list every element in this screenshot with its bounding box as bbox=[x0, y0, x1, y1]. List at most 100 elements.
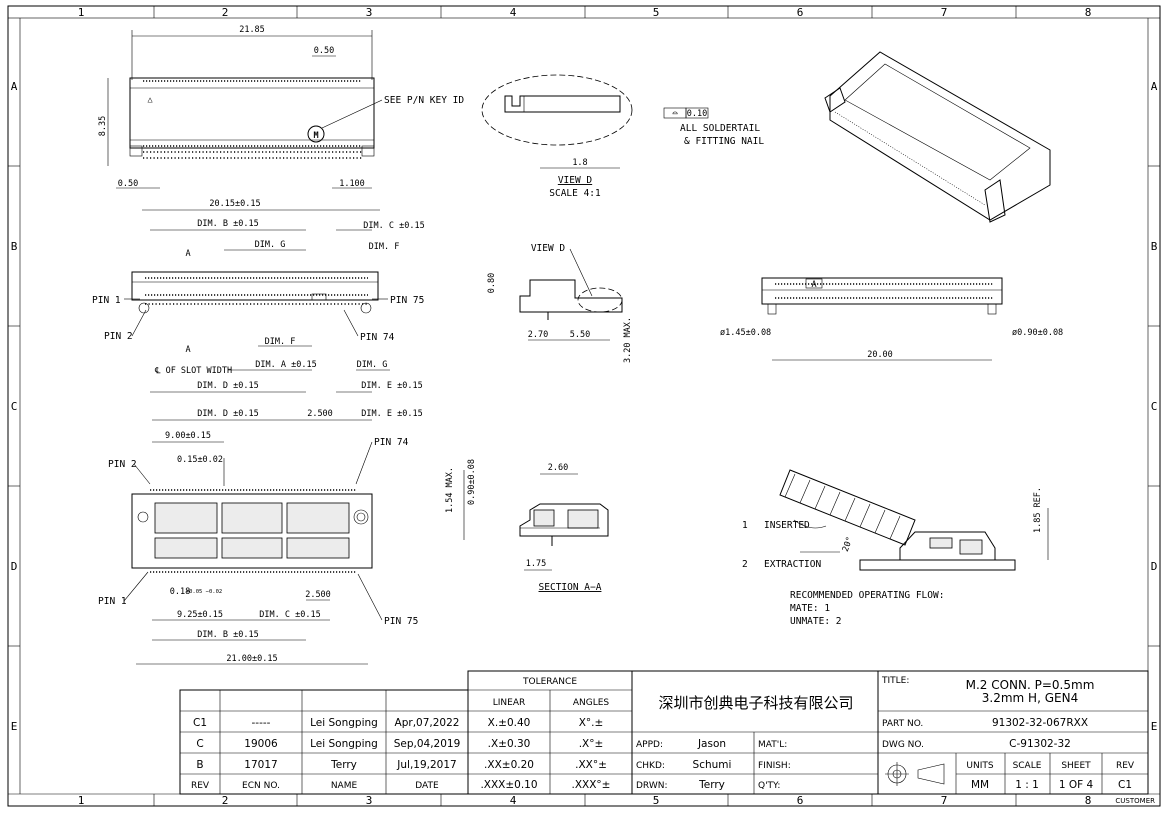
row-label-a-right: A bbox=[1151, 80, 1158, 93]
front-view: 20.15±0.15 DIM. B ±0.15 DIM. C ±0.15 DIM… bbox=[92, 199, 425, 393]
rev-header-rev: REV bbox=[191, 781, 210, 791]
drawing-border: 1 2 3 4 5 6 7 8 1 2 3 4 5 6 7 8 CUSTOMER… bbox=[7, 5, 1161, 807]
dim-1-54-max: 1.54 MAX. bbox=[445, 467, 455, 513]
dim-1-100: 1.100 bbox=[339, 179, 365, 189]
dim-1-75: 1.75 bbox=[526, 559, 546, 569]
col-label-7: 7 bbox=[941, 6, 948, 19]
row-label-b: B bbox=[11, 240, 18, 253]
drwn-value: Terry bbox=[698, 779, 725, 791]
section-a-a: 1.54 MAX. 0.90±0.08 2.60 1.75 SECTION A−… bbox=[445, 459, 609, 593]
col-label-6-bottom: 6 bbox=[797, 794, 804, 807]
row-label-c-right: C bbox=[1151, 400, 1158, 413]
rev-row1-rev: C1 bbox=[193, 717, 207, 729]
row-label-e-right: E bbox=[1151, 720, 1158, 733]
rev-row3-rev: B bbox=[196, 759, 203, 771]
tol-linear-1: X.±0.40 bbox=[488, 717, 531, 729]
chkd-label: CHKD: bbox=[636, 761, 665, 771]
col-label-1: 1 bbox=[78, 6, 85, 19]
dim-0-90: ø0.90±0.08 bbox=[1012, 328, 1063, 338]
col-label-8: 8 bbox=[1085, 6, 1092, 19]
row-label-e: E bbox=[11, 720, 18, 733]
dim-9-00: 9.00±0.15 bbox=[165, 431, 211, 441]
col-label-3-bottom: 3 bbox=[366, 794, 373, 807]
pin1-label-front: PIN 1 bbox=[92, 295, 121, 306]
dim-9-25: 9.25±0.15 bbox=[177, 610, 223, 620]
title-label: TITLE: bbox=[881, 676, 909, 686]
pcb-view: DIM. D ±0.15 2.500 DIM. E ±0.15 9.00±0.1… bbox=[98, 409, 423, 665]
drwn-label: DRWN: bbox=[636, 781, 667, 791]
title-block: TITLE: M.2 CONN. P=0.5mm 3.2mm H, GEN4 P… bbox=[877, 670, 1149, 795]
tol-linear-4: .XXX±0.10 bbox=[480, 779, 537, 791]
dim-20-15: 20.15±0.15 bbox=[209, 199, 260, 209]
dim-0-18: 0.18 bbox=[170, 587, 190, 597]
pin74-label-pcb: PIN 74 bbox=[374, 437, 409, 448]
dim-21-00: 21.00±0.15 bbox=[226, 654, 277, 664]
scale-value: 1 : 1 bbox=[1015, 779, 1039, 791]
step2-label: EXTRACTION bbox=[764, 559, 821, 570]
dim-20-00: 20.00 bbox=[867, 350, 893, 360]
col-label-5: 5 bbox=[653, 6, 660, 19]
view-d-scale: SCALE 4:1 bbox=[549, 188, 601, 199]
rev-label: REV bbox=[1116, 761, 1135, 771]
partno-value: 91302-32-067RXX bbox=[992, 717, 1088, 729]
col-label-6: 6 bbox=[797, 6, 804, 19]
sheet-value: 1 OF 4 bbox=[1059, 779, 1094, 791]
sheet-label: SHEET bbox=[1061, 761, 1091, 771]
tol-angle-2: .X°± bbox=[579, 738, 604, 750]
step1-number: 1 bbox=[742, 520, 748, 531]
revision-table: C1 ----- Lei Songping Apr,07,2022 C 1900… bbox=[179, 689, 469, 795]
view-d-note2: & FITTING NAIL bbox=[684, 136, 764, 147]
section-title: SECTION A−A bbox=[539, 582, 602, 593]
dim-d-front: DIM. D ±0.15 bbox=[197, 381, 258, 391]
dim-1-85-ref: 1.85 REF. bbox=[1033, 487, 1043, 533]
tolerance-table: TOLERANCE LINEAR ANGLES X.±0.40 X°.± .X±… bbox=[467, 670, 633, 795]
company-name: 深圳市创典电子科技有限公司 bbox=[658, 694, 853, 712]
partno-label: PART NO. bbox=[882, 719, 923, 729]
dim-a: DIM. A ±0.15 bbox=[255, 360, 316, 370]
dim-8-35: 8.35 bbox=[98, 116, 108, 136]
col-label-5-bottom: 5 bbox=[653, 794, 660, 807]
dim-2-500-bottom: 2.500 bbox=[305, 590, 331, 600]
col-label-2: 2 bbox=[222, 6, 229, 19]
dim-f-top: DIM. F bbox=[369, 242, 400, 252]
dim-0-50-top: 0.50 bbox=[314, 46, 334, 56]
insertion-diagram: 1 INSERTED 2 EXTRACTION 20° 1.85 REF. RE… bbox=[742, 469, 1049, 627]
slot-width-label: ℄ OF SLOT WIDTH bbox=[154, 366, 232, 376]
view-d-callout: VIEW D bbox=[531, 243, 566, 254]
dim-d-pcb: DIM. D ±0.15 bbox=[197, 409, 258, 419]
top-view: 21.85 0.50 △ M SEE P/N KEY ID 8.35 0.50 … bbox=[98, 25, 464, 189]
dim-g-bottom: DIM. G bbox=[357, 360, 388, 370]
dim-0-15: 0.15±0.02 bbox=[177, 455, 223, 465]
key-note: SEE P/N KEY ID bbox=[384, 95, 464, 106]
dim-21-85: 21.85 bbox=[239, 25, 265, 35]
rev-row2-name: Lei Songping bbox=[310, 738, 378, 750]
appd-label: APPD: bbox=[636, 740, 663, 750]
col-label-8-bottom: 8 bbox=[1085, 794, 1092, 807]
col-label-1-bottom: 1 bbox=[78, 794, 85, 807]
rev-header-date: DATE bbox=[415, 781, 439, 791]
angle-20: 20° bbox=[841, 535, 856, 553]
dim-0-90-section: 0.90±0.08 bbox=[467, 459, 477, 505]
pin1-label-pcb: PIN 1 bbox=[98, 596, 127, 607]
dim-f-bottom: DIM. F bbox=[265, 337, 296, 347]
tol-linear-2: .X±0.30 bbox=[488, 738, 531, 750]
rev-row3-name: Terry bbox=[330, 759, 357, 771]
units-label: UNITS bbox=[966, 761, 993, 771]
key-m-icon: M bbox=[313, 131, 318, 141]
tolerance-angles-header: ANGLES bbox=[573, 698, 610, 708]
tol-linear-3: .XX±0.20 bbox=[484, 759, 534, 771]
row-label-c: C bbox=[11, 400, 18, 413]
finish-label: FINISH: bbox=[758, 761, 791, 771]
view-d-tolerance: 0.10 bbox=[687, 109, 707, 119]
dim-g-top: DIM. G bbox=[255, 240, 286, 250]
key-a-label: A bbox=[811, 280, 816, 290]
tolerance-linear-header: LINEAR bbox=[493, 698, 526, 708]
dwgno-label: DWG NO. bbox=[882, 740, 924, 750]
flow-title: RECOMMENDED OPERATING FLOW: bbox=[790, 590, 944, 601]
tol-angle-3: .XX°± bbox=[575, 759, 607, 771]
col-label-7-bottom: 7 bbox=[941, 794, 948, 807]
rev-row2-ecn: 19006 bbox=[244, 738, 278, 750]
dim-c-top: DIM. C ±0.15 bbox=[363, 221, 424, 231]
flow-unmate: UNMATE: 2 bbox=[790, 616, 841, 627]
